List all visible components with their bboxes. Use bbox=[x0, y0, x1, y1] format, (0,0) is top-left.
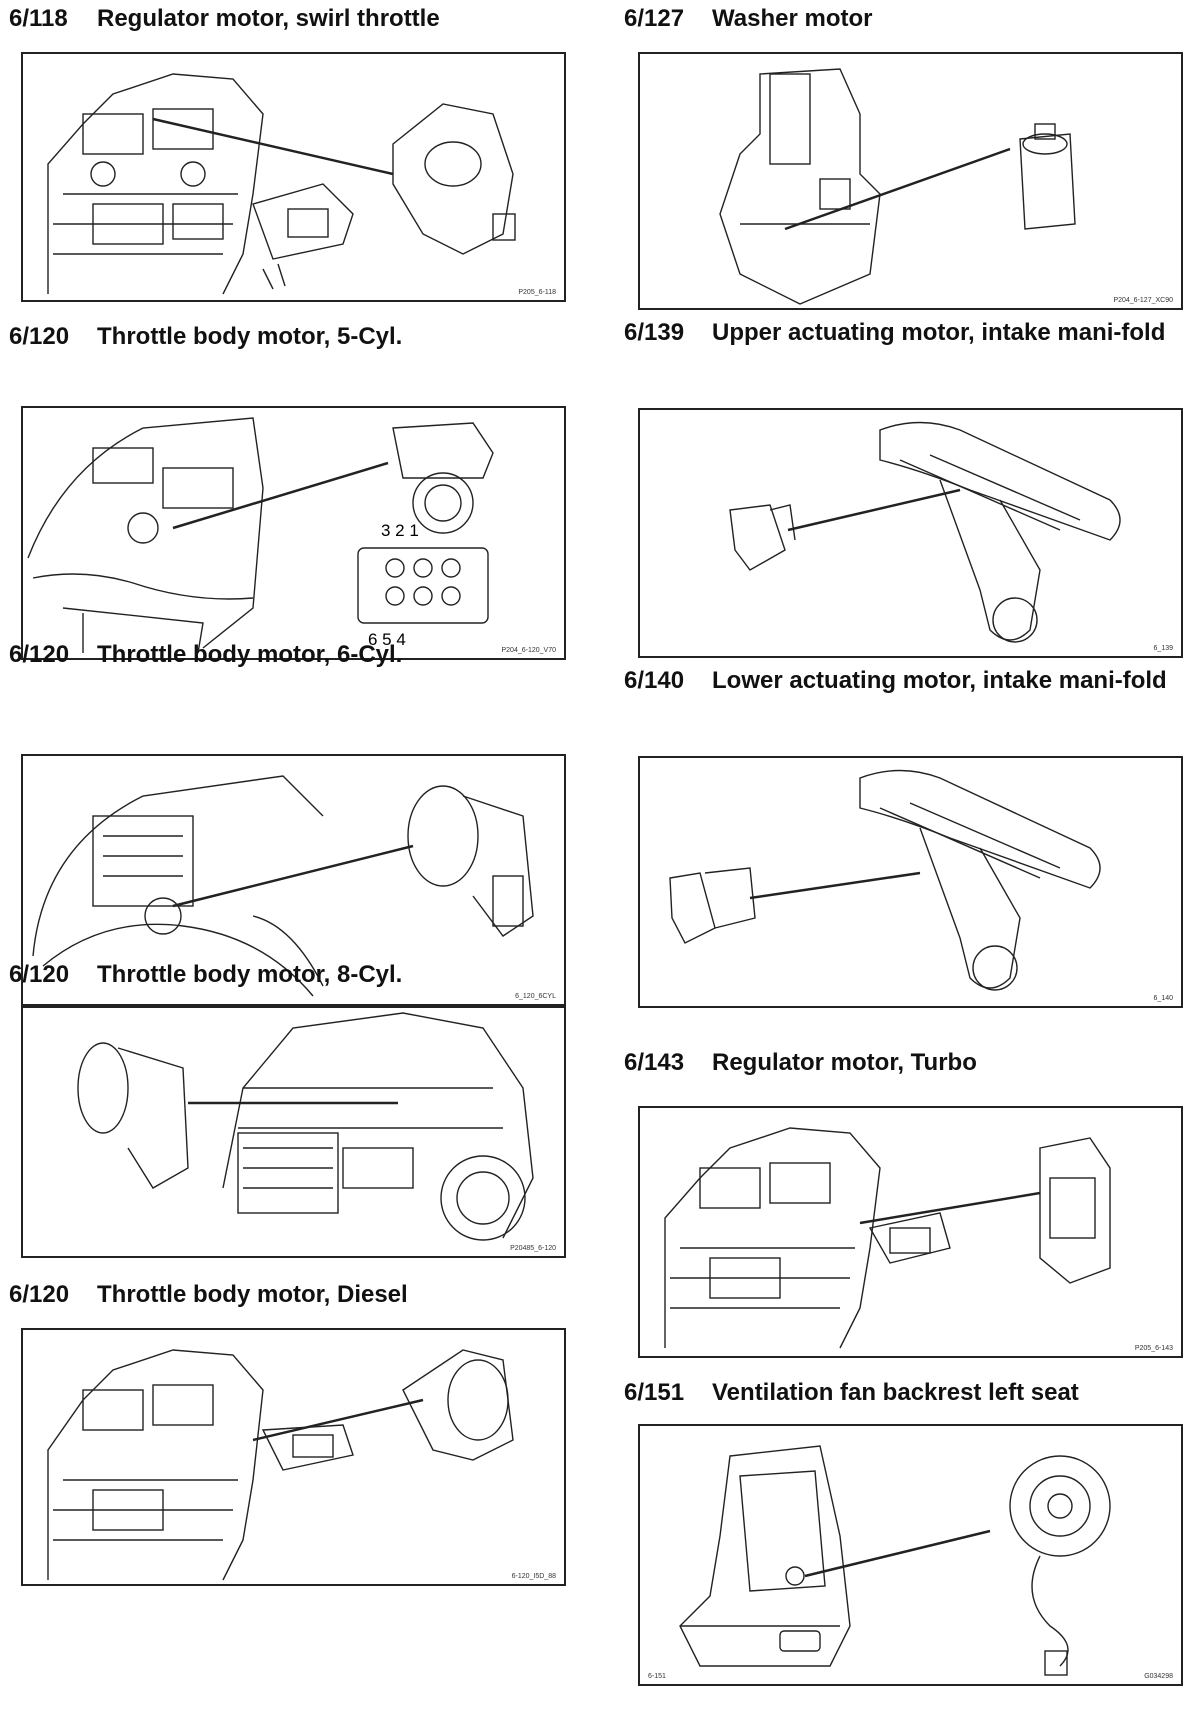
turbo-regulator-illustration bbox=[664, 1127, 1111, 1349]
figure-6-143: P205_6-143 bbox=[638, 1106, 1183, 1358]
figure-ref: 6_139 bbox=[1153, 645, 1173, 652]
entry-6-120-diesel: 6/120 Throttle body motor, Diesel 6-120_… bbox=[5, 1280, 570, 1586]
entry-code: 6/143 bbox=[624, 1049, 685, 1076]
figure-ref: P205_6-118 bbox=[518, 289, 556, 296]
figure-6-120-diesel: 6-120_I5D_88 bbox=[21, 1328, 566, 1586]
entry-heading: 6/140 Lower actuating motor, intake mani… bbox=[620, 666, 1185, 696]
entry-6-139: 6/139 Upper actuating motor, intake mani… bbox=[620, 318, 1185, 658]
entry-title: Throttle body motor, 5-Cyl. bbox=[97, 323, 403, 350]
pointer-line bbox=[859, 1191, 1041, 1225]
figure-ref: G034298 bbox=[1144, 1673, 1173, 1680]
figure-6-120-5cyl: 3 2 1 6 5 4 P204_6-120_V70 bbox=[21, 406, 566, 660]
figure-ref: 6_120_6CYL bbox=[515, 993, 556, 1000]
figure-6-151: 6-151 G034298 bbox=[638, 1424, 1183, 1686]
entry-code: 6/120 bbox=[9, 961, 70, 988]
throttle-body-diesel-illustration bbox=[47, 1349, 514, 1581]
engine-bay-swirl-throttle-illustration bbox=[47, 73, 516, 295]
throttle-body-6cyl-illustration bbox=[32, 775, 534, 997]
entry-heading: 6/120 Throttle body motor, 8-Cyl. bbox=[5, 960, 570, 990]
entry-heading: 6/139 Upper actuating motor, intake mani… bbox=[620, 318, 1185, 348]
figure-6-139: 6_139 bbox=[638, 408, 1183, 658]
figure-6-120-6cyl: 6_120_6CYL bbox=[21, 754, 566, 1006]
entry-title: Regulator motor, swirl throttle bbox=[97, 5, 440, 32]
throttle-body-5cyl-illustration: 3 2 1 6 5 4 bbox=[27, 417, 494, 654]
seat-ventilation-fan-illustration bbox=[679, 1445, 1111, 1676]
entry-heading: 6/127 Washer motor bbox=[620, 4, 1185, 34]
pointer-line bbox=[252, 1398, 424, 1442]
figure-ref: P204_6-120_V70 bbox=[501, 647, 557, 654]
figure-ref: 6_140 bbox=[1153, 995, 1173, 1002]
pointer-line bbox=[804, 1529, 991, 1578]
upper-intake-actuator-illustration bbox=[729, 421, 1121, 643]
entry-title: Ventilation fan backrest left seat bbox=[712, 1379, 1079, 1406]
washer-motor-illustration bbox=[719, 68, 1076, 305]
entry-heading: 6/143 Regulator motor, Turbo bbox=[620, 1048, 1185, 1078]
figure-6-140: 6_140 bbox=[638, 756, 1183, 1008]
entry-6-120-5cyl: 6/120 Throttle body motor, 5-Cyl. bbox=[5, 322, 570, 660]
pointer-line bbox=[749, 871, 921, 900]
entry-6-118: 6/118 Regulator motor, swirl throttle bbox=[5, 4, 570, 302]
entry-6-120-8cyl: 6/120 Throttle body motor, 8-Cyl. P20485… bbox=[5, 960, 570, 1258]
pointer-line bbox=[787, 488, 961, 532]
entry-code: 6/120 bbox=[9, 1281, 70, 1308]
entry-code: 6/120 bbox=[9, 641, 70, 668]
connector-pins-top: 3 2 1 bbox=[381, 521, 419, 540]
throttle-body-8cyl-illustration bbox=[77, 1012, 534, 1241]
pointer-line bbox=[172, 461, 389, 530]
entry-title: Lower actuating motor, intake mani-fold bbox=[712, 667, 1167, 694]
entry-6-140: 6/140 Lower actuating motor, intake mani… bbox=[620, 666, 1185, 1008]
entry-heading: 6/120 Throttle body motor, Diesel bbox=[5, 1280, 570, 1310]
entry-title: Throttle body motor, 8-Cyl. bbox=[97, 961, 403, 988]
entry-code: 6/118 bbox=[9, 5, 68, 32]
entry-title: Throttle body motor, Diesel bbox=[97, 1281, 408, 1308]
entry-6-143: 6/143 Regulator motor, Turbo P205_6-143 bbox=[620, 1048, 1185, 1358]
figure-ref: P20485_6-120 bbox=[510, 1245, 556, 1252]
entry-heading: 6/151 Ventilation fan backrest left seat bbox=[620, 1378, 1185, 1408]
entry-title: Washer motor bbox=[712, 5, 873, 32]
pointer-line bbox=[784, 147, 1011, 231]
figure-6-127: P204_6-127_XC90 bbox=[638, 52, 1183, 310]
figure-ref: 6-120_I5D_88 bbox=[511, 1573, 556, 1580]
entry-title: Throttle body motor, 6-Cyl. bbox=[97, 641, 403, 668]
entry-6-151: 6/151 Ventilation fan backrest left seat… bbox=[620, 1378, 1185, 1686]
entry-title: Regulator motor, Turbo bbox=[712, 1049, 977, 1076]
figure-ref-left: 6-151 bbox=[648, 1673, 666, 1680]
entry-code: 6/139 bbox=[624, 319, 685, 346]
entry-heading: 6/118 Regulator motor, swirl throttle bbox=[5, 4, 570, 34]
entry-code: 6/140 bbox=[624, 667, 685, 694]
entry-heading: 6/120 Throttle body motor, 6-Cyl. bbox=[5, 640, 570, 670]
figure-ref: P204_6-127_XC90 bbox=[1113, 297, 1173, 304]
pointer-line bbox=[152, 117, 394, 176]
figure-ref: P205_6-143 bbox=[1134, 1345, 1173, 1352]
figure-6-118: P205_6-118 bbox=[21, 52, 566, 302]
entry-heading: 6/120 Throttle body motor, 5-Cyl. bbox=[5, 322, 570, 352]
entry-code: 6/151 bbox=[624, 1379, 685, 1406]
connector-pins-bottom: 6 5 4 bbox=[368, 630, 406, 649]
entry-code: 6/127 bbox=[624, 5, 685, 32]
pointer-line bbox=[172, 844, 414, 908]
entry-6-120-6cyl: 6/120 Throttle body motor, 6-Cyl. 6_12 bbox=[5, 640, 570, 1006]
entry-6-127: 6/127 Washer motor P204_6-127_XC90 bbox=[620, 4, 1185, 310]
lower-intake-actuator-illustration bbox=[669, 769, 1101, 991]
entry-title: Upper actuating motor, intake mani-fold bbox=[712, 319, 1166, 346]
figure-6-120-8cyl: P20485_6-120 bbox=[21, 1006, 566, 1258]
entry-code: 6/120 bbox=[9, 323, 70, 350]
